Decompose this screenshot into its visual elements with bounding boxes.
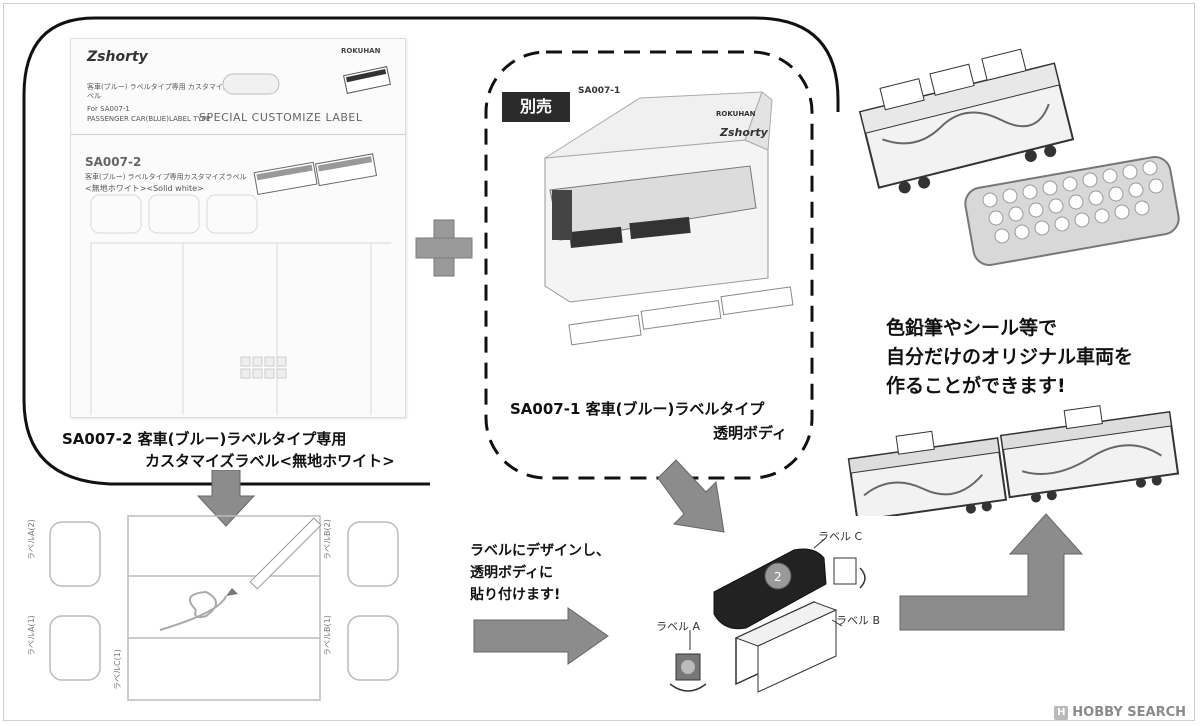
sheet-label-a1: ラベルA(1) xyxy=(27,615,36,656)
label-sheet xyxy=(49,515,399,701)
package-sku: SA007-2 xyxy=(85,155,142,169)
sheet-label-a2: ラベルA(2) xyxy=(27,519,36,560)
dashed-frame xyxy=(484,50,814,480)
hang-hole-icon xyxy=(222,73,280,95)
solid-frame-top xyxy=(95,16,840,112)
package-sheet-preview xyxy=(90,153,391,415)
diagram-label-b: ラベル B xyxy=(836,614,881,627)
arrow-diagonal-icon xyxy=(657,459,725,533)
hobbysearch-logo-icon: H xyxy=(1054,705,1069,720)
tagline-line2: 自分だけのオリジナル車両を xyxy=(886,346,1134,368)
maker-logo: ROKUHAN xyxy=(341,47,381,55)
instruction-line1: ラベルにデザインし、 xyxy=(470,543,610,559)
arrow-up-right-icon xyxy=(899,513,1084,631)
assembly-diagram: 2 xyxy=(669,537,866,693)
sheet-label-b1: ラベルB(1) xyxy=(323,615,332,656)
package-special-label: SPECIAL CUSTOMIZE LABEL xyxy=(199,111,363,124)
decorated-car-top xyxy=(858,48,1075,194)
instruction-line3: 貼り付けます! xyxy=(470,587,561,603)
package-variant: <無地ホワイト><Solid white> xyxy=(85,184,204,193)
package-caption-line2: カスタマイズラベル<無地ホワイト> xyxy=(145,452,395,470)
box-sku: SA007-1 xyxy=(578,86,621,96)
hobbysearch-text: HOBBY SEARCH xyxy=(1072,705,1186,720)
diagram-label-a: ラベル A xyxy=(656,620,701,633)
arrow-right-icon xyxy=(473,607,609,665)
page-frame xyxy=(3,3,1195,721)
label-package: Zshorty ROKUHAN 客車(ブルー) ラベルタイプ専用 カスタマイズラ… xyxy=(70,38,406,418)
diagram-label-c: ラベル C xyxy=(818,530,863,543)
box-maker: ROKUHAN xyxy=(716,110,756,118)
package-header: Zshorty ROKUHAN 客車(ブルー) ラベルタイプ専用 カスタマイズラ… xyxy=(71,39,405,135)
train-thumbnail-icon xyxy=(343,66,391,94)
box-caption-line1: SA007-1 客車(ブルー)ラベルタイプ xyxy=(510,400,765,418)
hobbysearch-watermark: H HOBBY SEARCH xyxy=(1054,705,1186,720)
sold-separately-badge: 別売 xyxy=(502,92,570,122)
sheet-label-b2: ラベルB(2) xyxy=(323,519,332,560)
sheet-label-c1: ラベルC(1) xyxy=(113,649,122,690)
package-passenger-line: PASSENGER CAR(BLUE)LABEL TYPE xyxy=(87,115,211,123)
decorated-train-photos xyxy=(858,48,1180,266)
svg-text:2: 2 xyxy=(774,570,782,584)
package-subtitle: 客車(ブルー) ラベルタイプ専用 カスタマイズラベル xyxy=(87,83,237,100)
jeweled-car xyxy=(964,156,1180,266)
clear-body-box xyxy=(544,91,794,346)
package-for-line: For SA007-1 xyxy=(87,105,130,113)
package-caption-line1: SA007-2 客車(ブルー)ラベルタイプ専用 xyxy=(62,430,347,448)
package-train-photo xyxy=(253,153,378,195)
brand-logo: Zshorty xyxy=(87,49,148,65)
box-brand: Zshorty xyxy=(720,126,768,139)
pencil-icon xyxy=(226,517,322,596)
instruction-line2: 透明ボディに xyxy=(470,565,554,581)
solid-frame-left xyxy=(22,16,430,486)
arrow-down-icon xyxy=(196,470,256,527)
decorated-train-pair xyxy=(847,405,1180,516)
package-sku-desc: 客車(ブルー) ラベルタイプ専用カスタマイズラベル xyxy=(85,173,247,181)
tagline-line3: 作ることができます! xyxy=(886,375,1066,397)
box-caption-line2: 透明ボディ xyxy=(713,424,787,442)
plus-icon xyxy=(415,219,473,277)
tagline-line1: 色鉛筆やシール等で xyxy=(886,317,1058,339)
